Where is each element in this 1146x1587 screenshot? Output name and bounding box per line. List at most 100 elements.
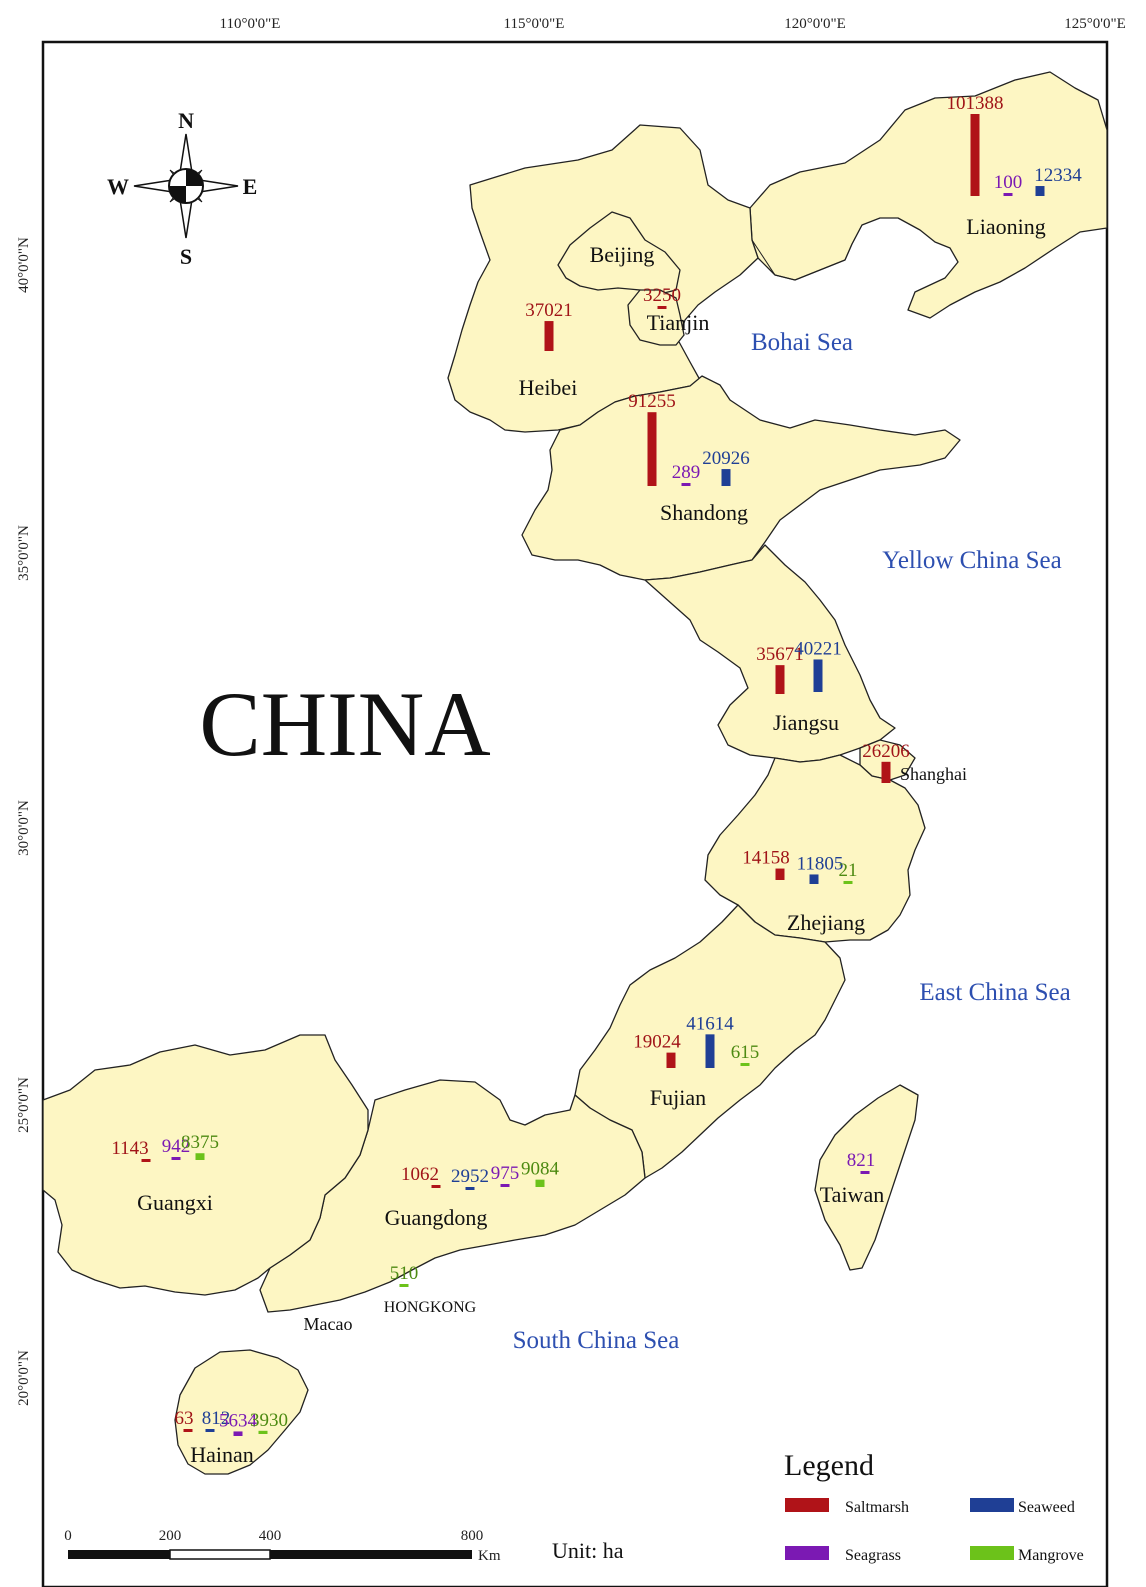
value-label-liaoning-seaweed: 12334: [1034, 165, 1082, 186]
value-label-zhejiang-seaweed: 11805: [797, 853, 844, 874]
value-label-zhejiang-mangrove: 21: [839, 860, 858, 881]
bar-hong-kong-mangrove: [399, 1284, 409, 1287]
bar-taiwan-seagrass: [860, 1171, 870, 1174]
sea-label-bohai: Bohai Sea: [751, 329, 853, 356]
compass-e: E: [243, 174, 258, 199]
bar-guangxi-seagrass: [171, 1157, 181, 1160]
provinces: [42, 71, 1108, 1475]
lon-tick-120: 120°0'0"E: [784, 16, 846, 32]
bar-jiangsu-saltmarsh: [775, 665, 785, 694]
shandong-region: [521, 375, 961, 581]
bar-guangdong-mangrove: [535, 1179, 545, 1187]
bohai-coast: [751, 224, 863, 281]
legend-title: Legend: [784, 1449, 874, 1482]
bar-hainan-seagrass: [233, 1431, 243, 1436]
label-guangxi: Guangxi: [137, 1190, 213, 1215]
compass-w: W: [107, 174, 129, 199]
legend-swatch-mangrove: [970, 1546, 1014, 1560]
value-label-zhejiang-saltmarsh: 14158: [742, 848, 790, 869]
compass-n: N: [178, 108, 194, 133]
label-shandong: Shandong: [660, 500, 748, 525]
legend-label-saltmarsh: Saltmarsh: [845, 1499, 909, 1516]
lat-tick-40: 40°0'0"N: [16, 237, 32, 293]
scale-tick-0: 0: [64, 1528, 72, 1544]
bar-shandong-seaweed: [721, 469, 731, 486]
bar-liaoning-seaweed: [1035, 186, 1045, 196]
lat-tick-25: 25°0'0"N: [16, 1077, 32, 1133]
bar-shanghai-saltmarsh: [881, 761, 891, 783]
legend-swatch-saltmarsh: [785, 1498, 829, 1512]
compass-rose-icon: N S W E: [107, 108, 257, 269]
zhejiang-region: [704, 754, 926, 943]
scale-bar: 0 200 400 800 Km: [64, 1528, 501, 1564]
bar-fujian-seaweed: [705, 1034, 715, 1068]
legend-label-seaweed: Seaweed: [1018, 1499, 1075, 1516]
value-label-shandong-seaweed: 20926: [702, 448, 750, 469]
label-heibei: Heibei: [519, 375, 578, 400]
value-label-hainan-seaweed: 812: [202, 1408, 231, 1429]
label-liaoning: Liaoning: [966, 214, 1045, 239]
lat-tick-20: 20°0'0"N: [16, 1350, 32, 1406]
bar-hainan-mangrove: [258, 1430, 268, 1434]
value-label-guangdong-seaweed: 2952: [451, 1166, 489, 1187]
beijing-region: [557, 211, 681, 295]
label-guangdong: Guangdong: [385, 1205, 488, 1230]
tianjin-region: [627, 289, 685, 346]
label-hainan: Hainan: [190, 1442, 254, 1467]
value-label-fujian-mangrove: 615: [731, 1042, 760, 1063]
bar-heibei-saltmarsh: [544, 321, 554, 351]
label-macao: Macao: [304, 1314, 353, 1334]
value-label-fujian-saltmarsh: 19024: [633, 1032, 681, 1053]
value-label-liaoning-seagrass: 100: [994, 172, 1023, 193]
country-label: CHINA: [199, 673, 490, 775]
lon-tick-125: 125°0'0"E: [1064, 16, 1126, 32]
value-label-guangxi-seagrass: 942: [162, 1136, 191, 1157]
bar-guangxi-mangrove: [195, 1153, 205, 1160]
label-hongkong: HONGKONG: [384, 1299, 477, 1316]
bar-tianjin-saltmarsh: [657, 306, 667, 309]
scale-unit: Km: [478, 1548, 501, 1564]
bar-jiangsu-seaweed: [813, 659, 823, 692]
bar-liaoning-seagrass: [1003, 193, 1013, 196]
value-label-hong-kong-mangrove: 510: [390, 1263, 419, 1284]
value-label-guangdong-seagrass: 975: [491, 1163, 520, 1184]
legend: Legend Saltmarsh Seaweed Seagrass Mangro…: [784, 1449, 1084, 1564]
bar-fujian-mangrove: [740, 1063, 750, 1066]
bar-fujian-saltmarsh: [666, 1052, 676, 1068]
bar-guangdong-seaweed: [465, 1187, 475, 1190]
value-label-hainan-seagrass: 5634: [219, 1410, 258, 1431]
unit-label: Unit: ha: [552, 1538, 624, 1563]
bar-guangxi-saltmarsh: [141, 1159, 151, 1162]
hainan-region: [174, 1349, 309, 1475]
value-label-tianjin-saltmarsh: 3250: [643, 285, 681, 306]
value-label-hainan-mangrove: 3930: [250, 1410, 288, 1431]
label-zhejiang: Zhejiang: [787, 910, 865, 935]
legend-swatch-seaweed: [970, 1498, 1014, 1512]
value-label-jiangsu-saltmarsh: 35671: [756, 644, 804, 665]
value-label-shandong-saltmarsh: 91255: [628, 391, 676, 412]
longitude-ticks: 110°0'0"E 115°0'0"E 120°0'0"E 125°0'0"E: [220, 16, 1126, 32]
label-jiangsu: Jiangsu: [773, 710, 839, 735]
bar-zhejiang-saltmarsh: [775, 868, 785, 880]
lat-tick-35: 35°0'0"N: [16, 525, 32, 581]
value-label-guangdong-saltmarsh: 1062: [401, 1164, 439, 1185]
sea-label-south: South China Sea: [513, 1327, 680, 1354]
bar-guangdong-seagrass: [500, 1184, 510, 1187]
province-labels: Liaoning Beijing Tianjin Heibei Shandong…: [137, 214, 1046, 1467]
latitude-ticks: 40°0'0"N 35°0'0"N 30°0'0"N 25°0'0"N 20°0…: [16, 237, 32, 1406]
value-label-liaoning-saltmarsh: 101388: [947, 93, 1004, 114]
bar-hainan-seaweed: [205, 1429, 215, 1432]
scale-tick-400: 400: [259, 1528, 282, 1544]
legend-label-mangrove: Mangrove: [1018, 1547, 1084, 1564]
bar-zhejiang-seaweed: [809, 874, 819, 884]
sea-label-yellow: Yellow China Sea: [882, 547, 1061, 574]
bar-guangdong-saltmarsh: [431, 1185, 441, 1188]
value-label-jiangsu-seaweed: 40221: [794, 638, 842, 659]
value-label-shanghai-saltmarsh: 26206: [862, 741, 910, 762]
label-tianjin: Tianjin: [647, 310, 710, 335]
value-label-guangxi-saltmarsh: 1143: [111, 1138, 148, 1159]
legend-swatch-seagrass: [785, 1546, 829, 1560]
label-shanghai: Shanghai: [900, 764, 967, 784]
lat-tick-30: 30°0'0"N: [16, 800, 32, 856]
legend-label-seagrass: Seagrass: [845, 1547, 901, 1564]
